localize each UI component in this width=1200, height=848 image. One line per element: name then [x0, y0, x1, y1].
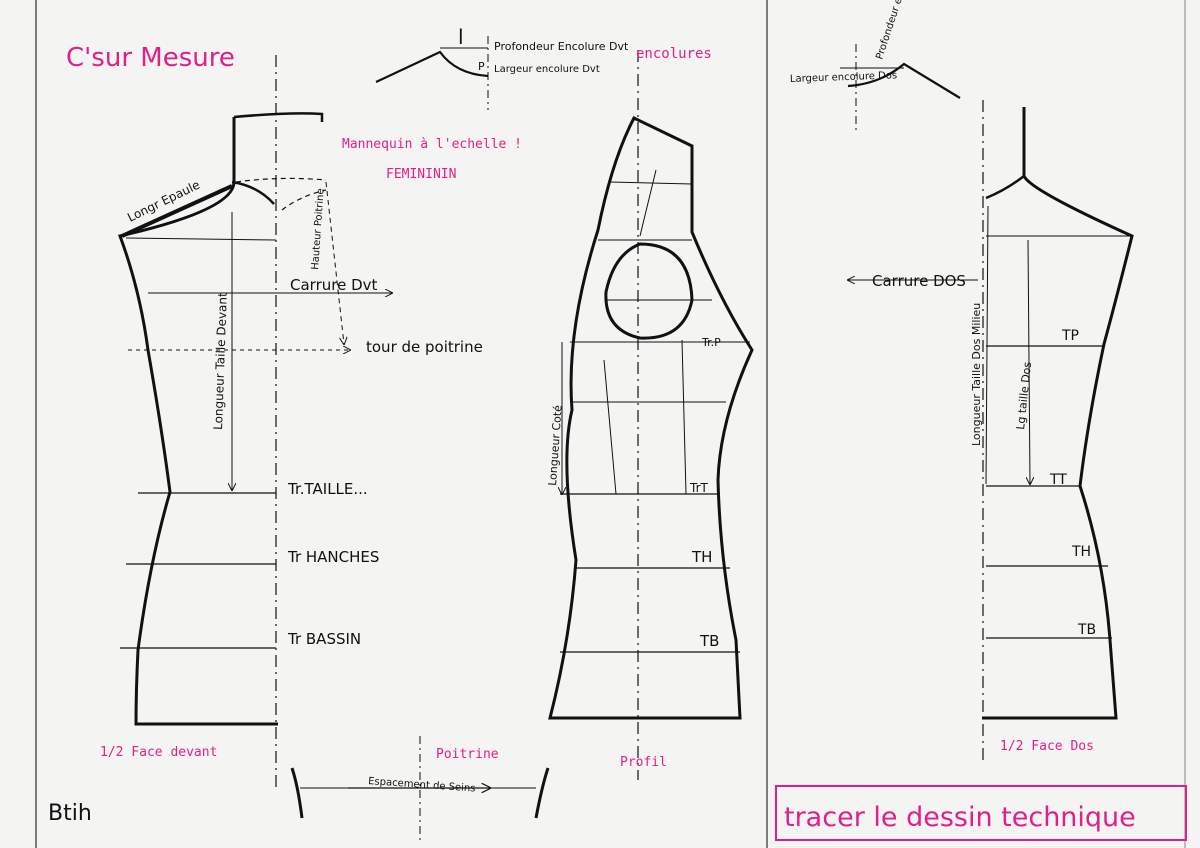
bust-height-label: Hauteur Poitrine	[310, 188, 327, 270]
neck-letter-p: P	[478, 60, 485, 73]
profile-caption: Profil	[620, 755, 667, 770]
neck-width-back-label: Largeur encolure Dos	[790, 70, 898, 85]
profile-waist-mark: TrT	[689, 481, 709, 495]
neck-depth-front-label: Profondeur Encolure Dvt	[494, 40, 629, 53]
armhole	[604, 242, 694, 340]
cross-front-label: Carrure Dvt	[290, 276, 378, 294]
back-neck-curve	[985, 175, 1025, 200]
bust-caption: Poitrine	[436, 747, 499, 762]
back-pelvis-mark: TB	[1077, 622, 1096, 638]
center-back-length-label: Longueur Taille Dos Milieu	[970, 303, 983, 446]
front-outline	[117, 117, 278, 726]
neck-depth-back-label: Profondeur encolure Dos	[874, 0, 923, 61]
signature: Btih	[48, 801, 92, 826]
cross-back-label: Carrure DOS	[872, 272, 966, 290]
profile-body	[548, 50, 754, 780]
neckline-details	[375, 36, 961, 130]
back-length-label: Lg taille Dos	[1014, 361, 1034, 430]
waist-line-label: Tr.TAILLE...	[287, 480, 368, 498]
neck-letter-l: l	[458, 25, 464, 49]
profile-pelvis-mark: TB	[699, 632, 719, 650]
brand-title: C'sur Mesure	[66, 43, 235, 73]
back-half-body	[848, 100, 1134, 760]
profile-outline	[548, 116, 754, 720]
back-waist-mark: TT	[1049, 472, 1067, 488]
front-half-body	[117, 55, 392, 790]
profile-bust-mark: Tr.P	[701, 336, 721, 349]
gender-title: FEMINININ	[386, 167, 456, 182]
bust-line-label: tour de poitrine	[366, 338, 483, 356]
back-caption: 1/2 Face Dos	[1000, 739, 1094, 754]
footer-banner-frame	[775, 785, 1187, 841]
bust-spacing-label: Espacement de Seins	[368, 776, 476, 794]
back-outline	[982, 107, 1134, 720]
pelvis-line-label: Tr BASSIN	[287, 630, 361, 648]
shoulder-dashed	[235, 177, 327, 211]
front-length-label: Longueur Taille Devant	[211, 292, 230, 430]
back-hip-mark: TH	[1071, 544, 1091, 560]
neck-width-front-label: Largeur encolure Dvt	[494, 64, 600, 75]
sheet-borders	[35, 0, 1186, 848]
front-neck-curve	[231, 180, 275, 205]
bust-spacing	[290, 736, 550, 840]
front-caption: 1/2 Face devant	[100, 745, 217, 760]
neck-collar	[233, 112, 324, 122]
neck-caption: encolures	[636, 46, 712, 62]
hip-line-label: Tr HANCHES	[287, 548, 379, 566]
scale-title: Mannequin à l'echelle !	[342, 137, 522, 152]
side-length-label: Longueur Coté	[546, 404, 565, 486]
profile-hip-mark: TH	[691, 548, 712, 566]
back-bust-mark: TP	[1061, 328, 1079, 344]
footer-banner-text: tracer le dessin technique	[784, 802, 1136, 833]
